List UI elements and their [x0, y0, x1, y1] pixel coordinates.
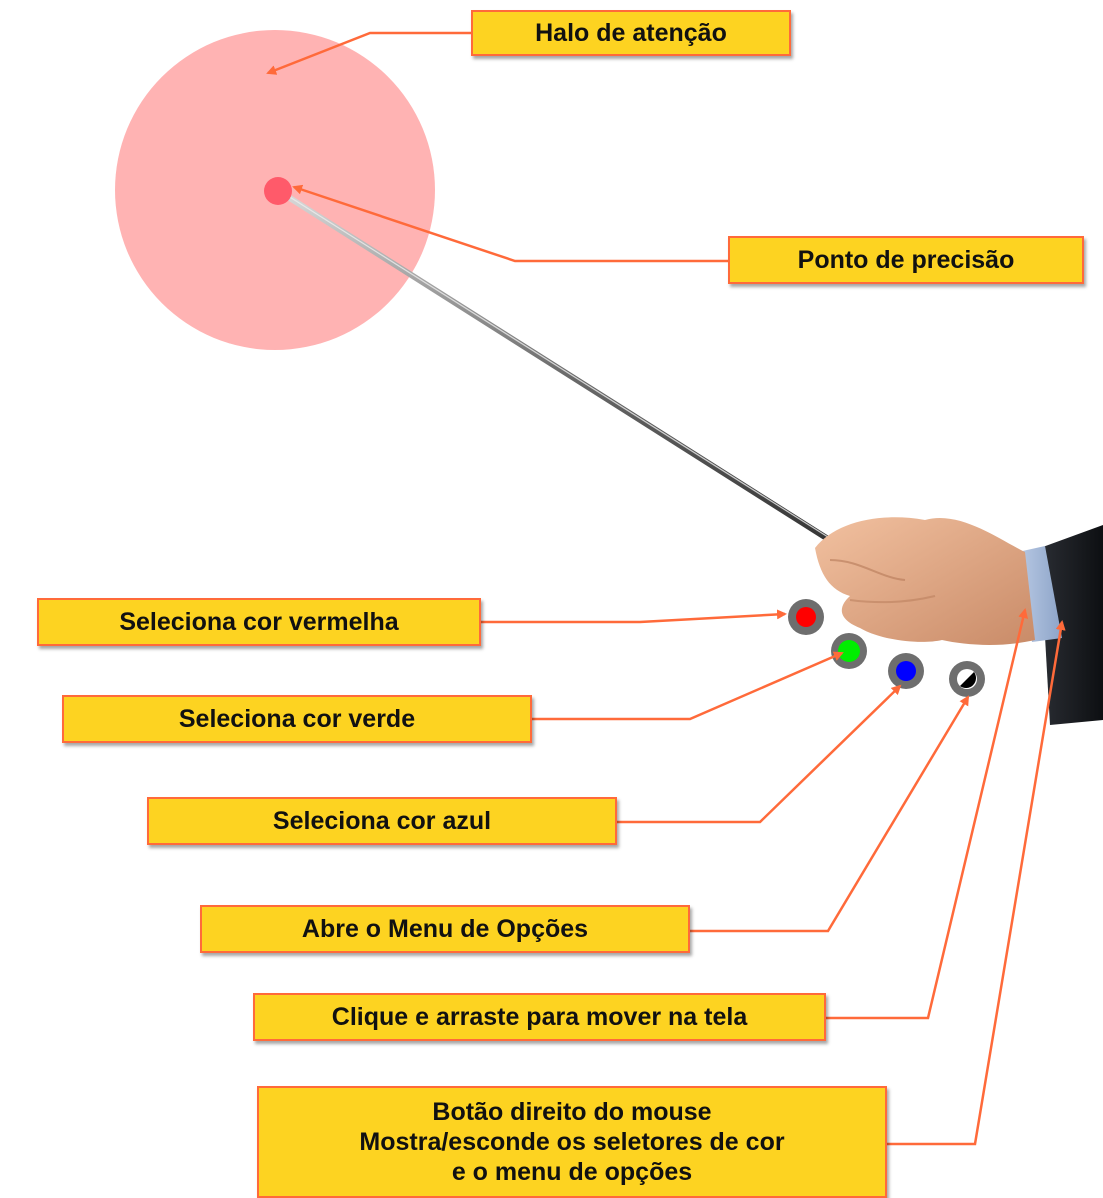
- color-green-icon: [838, 640, 860, 662]
- label-mover-text: Clique e arraste para mover na tela: [331, 1003, 748, 1031]
- arrow-menu: [690, 695, 970, 933]
- label-vermelha: Seleciona cor vermelha: [37, 598, 481, 646]
- label-ponto-text: Ponto de precisão: [797, 246, 1015, 274]
- label-direito: Botão direito do mouse Mostra/esconde os…: [257, 1086, 887, 1198]
- hand-illustration: [815, 517, 1103, 725]
- arrow-ponto: [292, 184, 728, 263]
- label-menu: Abre o Menu de Opções: [200, 905, 690, 953]
- label-halo-text: Halo de atenção: [535, 19, 727, 47]
- options-menu-button[interactable]: [949, 661, 985, 697]
- label-azul-text: Seleciona cor azul: [272, 807, 492, 835]
- red-color-button[interactable]: [788, 599, 824, 635]
- arrow-halo: [266, 31, 471, 75]
- arrow-mover: [826, 608, 1029, 1020]
- label-ponto: Ponto de precisão: [728, 236, 1084, 284]
- precision-dot: [264, 177, 292, 205]
- label-verde-text: Seleciona cor verde: [178, 705, 416, 733]
- label-verde: Seleciona cor verde: [62, 695, 532, 743]
- arrow-verde: [532, 651, 844, 721]
- leader-lines: [266, 31, 1066, 1146]
- pointer-stick: [282, 192, 861, 561]
- label-menu-text: Abre o Menu de Opções: [301, 915, 589, 943]
- color-blue-icon: [896, 661, 916, 681]
- arrow-vermelha: [481, 609, 787, 624]
- label-direito-line-3: e o menu de opções: [451, 1158, 693, 1186]
- green-color-button[interactable]: [831, 633, 867, 669]
- label-direito-line-2: Mostra/esconde os seletores de cor: [359, 1128, 785, 1156]
- arrow-azul: [617, 684, 902, 824]
- arrow-direito: [887, 620, 1066, 1146]
- label-vermelha-text: Seleciona cor vermelha: [119, 608, 399, 636]
- blue-color-button[interactable]: [888, 653, 924, 689]
- label-mover: Clique e arraste para mover na tela: [253, 993, 826, 1041]
- label-azul: Seleciona cor azul: [147, 797, 617, 845]
- color-red-icon: [796, 607, 816, 627]
- label-halo: Halo de atenção: [471, 10, 791, 56]
- label-direito-line-1: Botão direito do mouse: [432, 1098, 712, 1126]
